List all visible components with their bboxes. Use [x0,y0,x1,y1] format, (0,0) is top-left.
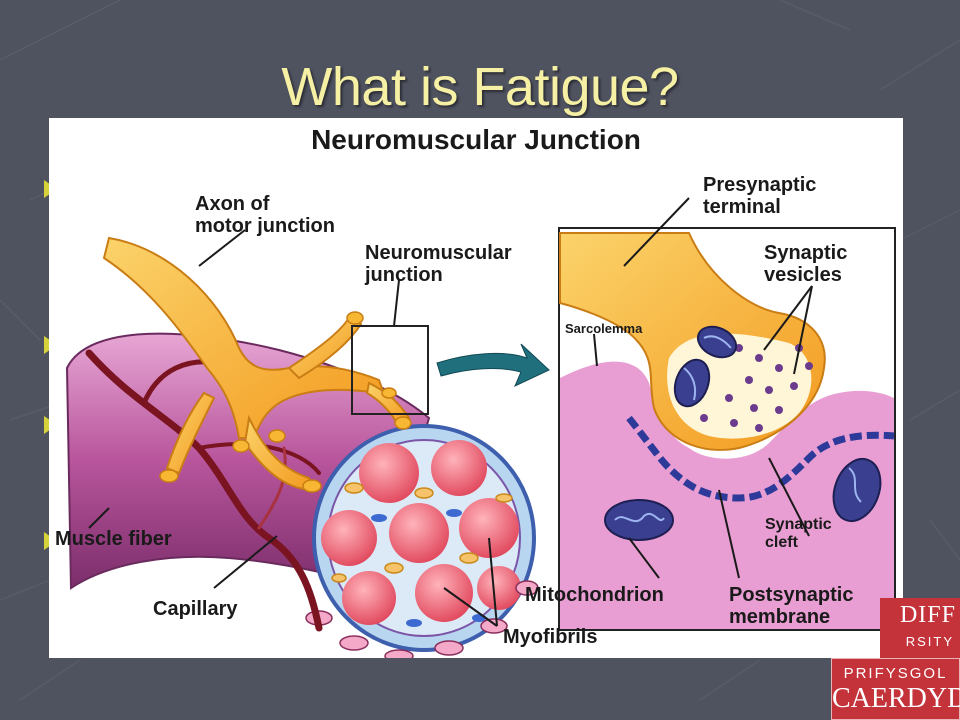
logo-text-line: RSITY [905,634,954,649]
university-logo-top: DIFF RSITY [880,598,960,658]
figure-illustration [65,197,896,658]
logo-text-line: DIFF [899,602,956,628]
label-mitochondrion: Mitochondrion [525,584,664,606]
label-synaptic-cleft: Synaptic cleft [765,516,832,551]
nmj-callout-box [351,325,429,415]
zoom-arrow [436,343,550,388]
logo-text-line: PRIFYSGOL [843,665,948,682]
terminal-mitochondria [673,325,738,408]
label-muscle-fiber: Muscle fiber [55,528,172,550]
figure-title: Neuromuscular Junction [311,124,641,155]
university-logo: PRIFYSGOL CAERDYDD [831,658,960,720]
label-capillary: Capillary [153,598,238,620]
label-axon: Axon of motor junction [195,193,335,237]
label-presynaptic-terminal: Presynaptic terminal [703,174,817,218]
logo-text-line: CAERDYDD [832,683,960,714]
label-postsynaptic-membrane: Postsynaptic membrane [729,584,854,628]
label-sarcolemma: Sarcolemma [565,321,643,336]
muscle-mitochondria [604,458,882,541]
label-neuromuscular-junction: Neuromuscular junction [365,242,512,286]
synapse-detail-panel [558,227,896,631]
slide-title: What is Fatigue? [281,57,679,117]
label-synaptic-vesicles: Synaptic vesicles [764,242,848,286]
myofibril-bundle [321,440,521,625]
label-myofibrils: Myofibrils [503,626,598,648]
neuromuscular-junction-figure: Neuromuscular Junction Axon of motor jun… [49,118,903,658]
